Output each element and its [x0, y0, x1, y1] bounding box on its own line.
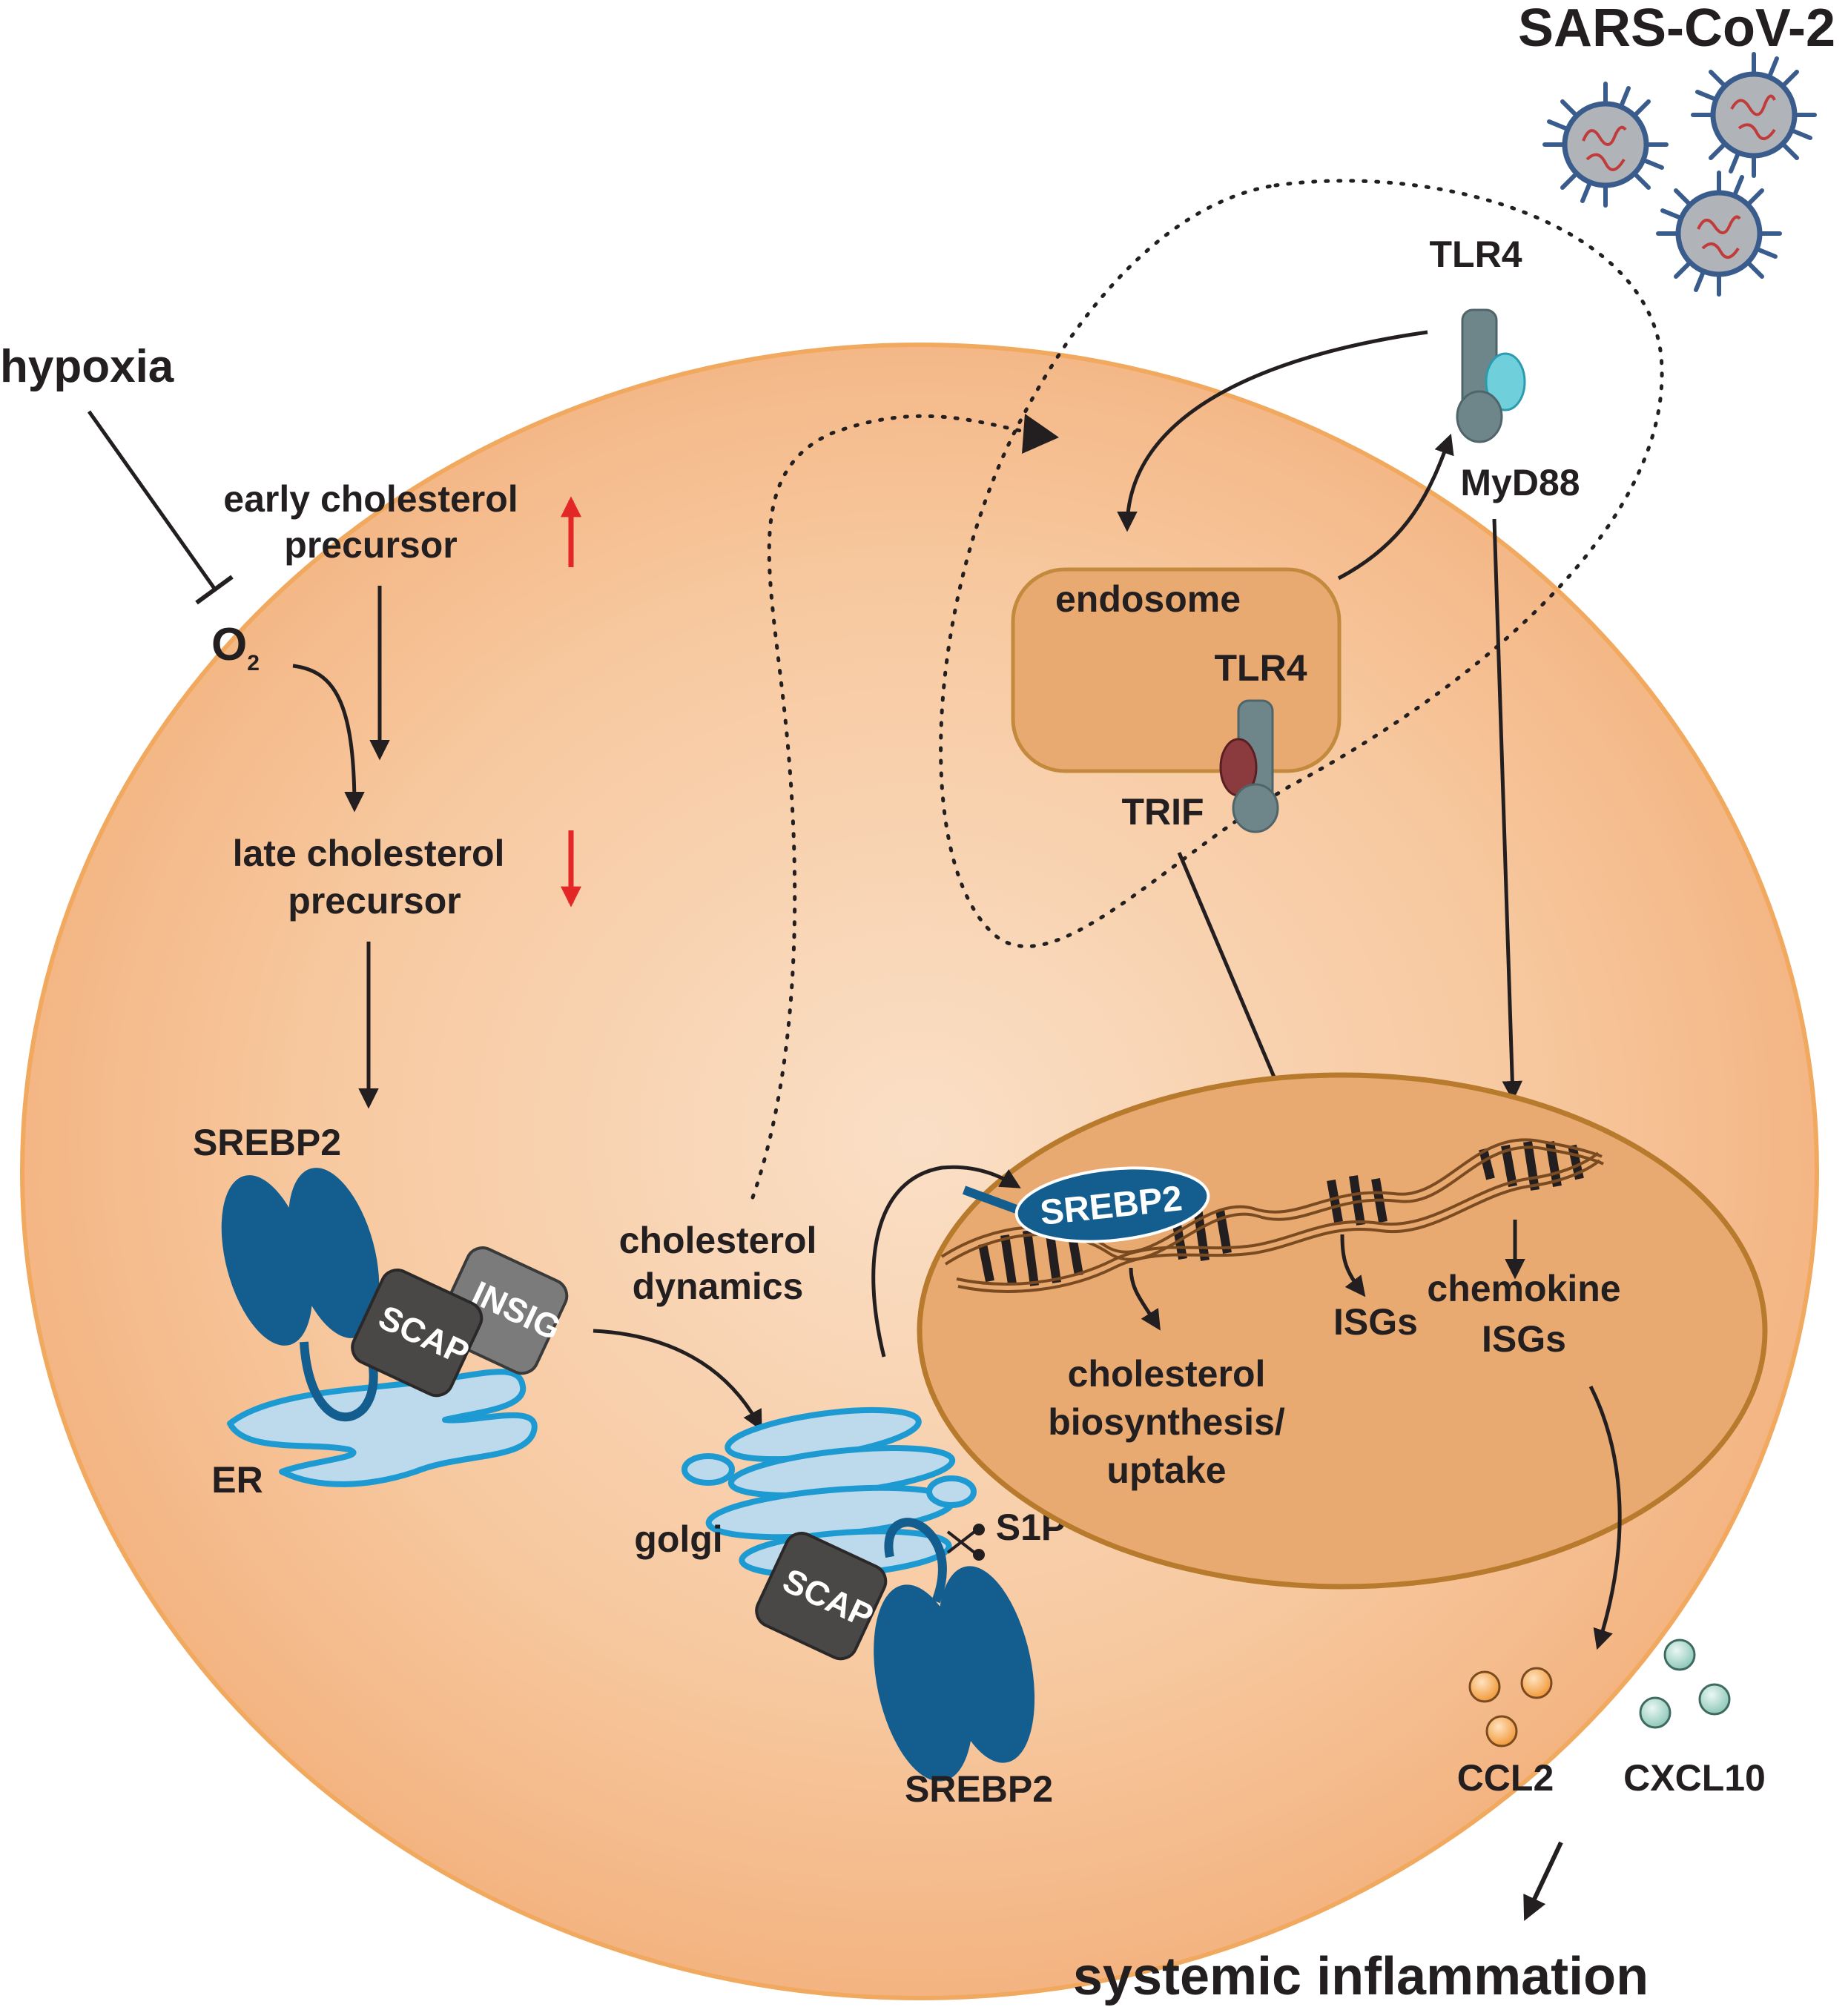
signaling-boundary-dotted [939, 179, 1664, 948]
arrow-to-cholesterol-output [1129, 1267, 1161, 1331]
ccl2-beads [1468, 1667, 1553, 1748]
early-precursor-line2: precursor [284, 524, 457, 566]
cxcl10-bead [1698, 1683, 1731, 1716]
er-srebp-label: SREBP2 [193, 1122, 341, 1163]
endosome-tlr4-label: TLR4 [1215, 647, 1307, 689]
er-scap-shape [351, 1269, 484, 1398]
golgi-label: golgi [634, 1518, 722, 1560]
ccl2-label: CCL2 [1457, 1757, 1554, 1799]
endosome-tlr4-receptor [1219, 699, 1279, 833]
arrow-to-isgs-output [1340, 1234, 1366, 1297]
golgi-complex: SCAP [682, 1406, 1035, 1782]
oxygen-label: O2 [211, 619, 260, 675]
isgs-output-label: ISGs [1333, 1301, 1418, 1343]
oxygen-label-subscript: 2 [247, 651, 260, 675]
hypoxia-inhibition [87, 410, 234, 605]
golgi-srebp-tether [884, 1518, 947, 1604]
cholesterol-dynamics-line2: dynamics [633, 1266, 804, 1307]
er-srebp-lobe-right [288, 1168, 380, 1338]
nuclear-srebp2 [962, 1166, 1210, 1243]
cholesterol-output-line2: biosynthesis/ [1048, 1401, 1285, 1443]
cholesterol-dynamics-line1: cholesterol [619, 1220, 817, 1261]
myd88-adaptor-shape [1485, 352, 1526, 411]
golgi-vesicle [926, 1475, 977, 1508]
late-precursor-line1: late cholesterol [233, 833, 505, 874]
er-label: ER [211, 1459, 263, 1501]
arrow-o2-to-late [292, 664, 365, 813]
myd88-label: MyD88 [1460, 462, 1580, 503]
inhibition-line [87, 410, 217, 591]
arrow-chemokine-to-cytokines [1588, 1385, 1622, 1650]
virus-particle [1691, 52, 1817, 178]
virus-particle [1656, 171, 1782, 297]
inhibition-bar [195, 575, 234, 605]
outcome-label: systemic inflammation [1073, 1947, 1649, 2006]
chemokine-output-line1: chemokine [1427, 1268, 1620, 1309]
dna-strand-3 [956, 1151, 1600, 1286]
golgi-vesicle [682, 1453, 735, 1486]
oxygen-label-main: O [211, 619, 247, 670]
endosome-tlr4-base-shape [1232, 783, 1279, 833]
tlr4-membrane-label: TLR4 [1430, 234, 1522, 275]
ccl2-bead [1468, 1670, 1501, 1703]
cxcl10-bead [1663, 1639, 1696, 1671]
scissors-icon [946, 1524, 985, 1561]
cholesterol-output-line1: cholesterol [1068, 1353, 1266, 1395]
arrow-tlr4-to-endosome [1117, 330, 1428, 532]
nuclear-srebp-body [1014, 1166, 1210, 1243]
hypoxia-label: hypoxia [0, 341, 174, 392]
cholesterol-output-line3: uptake [1106, 1449, 1226, 1491]
cxcl10-beads [1639, 1639, 1731, 1729]
virus-group [1542, 52, 1817, 297]
arrow-endosome-to-myd88 [1337, 433, 1454, 581]
ccl2-bead [1485, 1715, 1518, 1748]
chemokine-output-line2: ISGs [1482, 1318, 1566, 1360]
early-precursor-line1: early cholesterol [223, 478, 518, 520]
tlr4-base-shape [1456, 390, 1503, 443]
virus-particle [1542, 82, 1669, 208]
endosome-label: endosome [1055, 578, 1241, 620]
virus-label: SARS-CoV-2 [1518, 0, 1835, 58]
trif-label: TRIF [1121, 791, 1204, 833]
arrow-to-systemic-inflammation [1523, 1841, 1563, 1921]
golgi-scap-shape [755, 1532, 888, 1661]
golgi-srebp-lobe-right [937, 1566, 1035, 1763]
arrow-myd88-to-nucleus [1492, 518, 1523, 1102]
er-complex: INSIG SCAP [221, 1168, 569, 1487]
dna-strand-4 [957, 1159, 1601, 1293]
ccl2-bead [1520, 1667, 1553, 1699]
golgi-srebp-label: SREBP2 [905, 1768, 1053, 1810]
cholesterol-dynamics-dotted-arrow [750, 414, 1037, 1200]
arrow-er-to-golgi [593, 1329, 762, 1431]
late-precursor-line2: precursor [288, 880, 461, 922]
arrow-golgi-to-nuclear-srebp [871, 1165, 1021, 1358]
cxcl10-label: CXCL10 [1623, 1757, 1766, 1799]
tlr4-membrane-receptor [1456, 308, 1526, 443]
cholesterol-dynamics-arrowhead [1022, 414, 1059, 454]
cxcl10-bead [1639, 1696, 1672, 1729]
